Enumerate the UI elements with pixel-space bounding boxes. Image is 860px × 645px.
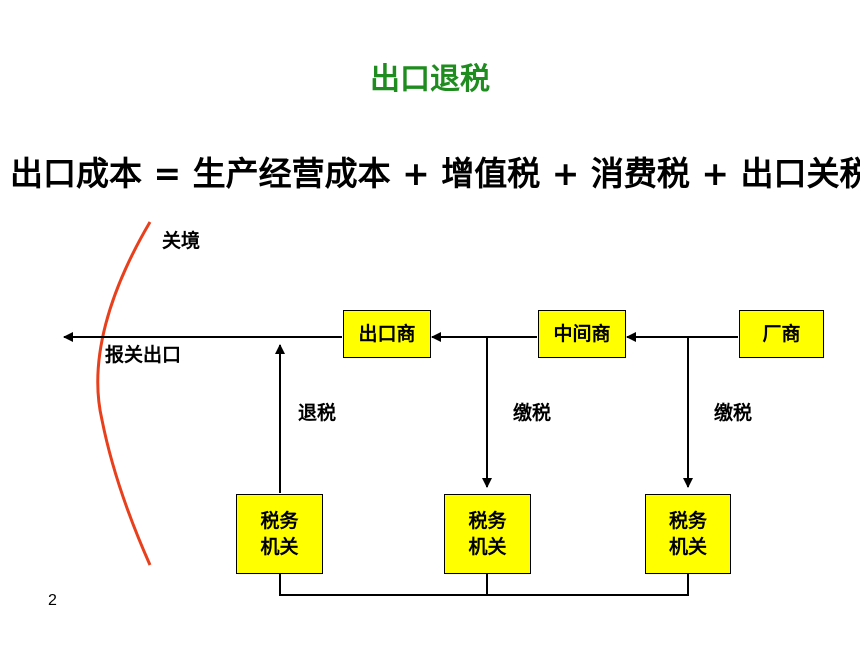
edge-label-payment-2: 缴税 [714,402,753,424]
border-label: 关境 [162,230,201,252]
tax-office-connector [279,573,689,596]
node-intermediary: 中间商 [538,310,626,358]
edge-label-refund: 退税 [298,402,337,424]
cost-formula: 出口成本 = 生产经营成本 + 增值税 + 消费税 + 出口关税 [10,154,860,193]
edge-label-payment-1: 缴税 [513,402,552,424]
node-manufacturer: 厂商 [739,310,824,358]
page-number: 2 [48,592,57,609]
slide-title: 出口退税 [370,62,490,97]
node-tax-office-3: 税务机关 [645,494,731,574]
node-exporter: 出口商 [343,310,431,358]
node-tax-office-2: 税务机关 [444,494,531,574]
border-curve [96,221,152,566]
export-label: 报关出口 [105,344,182,366]
node-tax-office-1: 税务机关 [236,494,323,574]
